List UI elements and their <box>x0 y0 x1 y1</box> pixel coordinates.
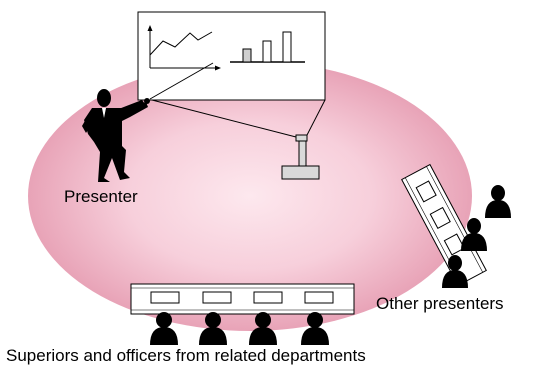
presenter-label: Presenter <box>64 187 138 206</box>
superior-2-icon <box>199 312 227 345</box>
projector-icon <box>281 134 320 180</box>
bottom-table-card-3 <box>253 291 283 304</box>
superiors-group <box>150 312 329 345</box>
side-table-card-2 <box>429 206 451 229</box>
side-table-card-3 <box>443 233 465 256</box>
other-presenters-label: Other presenters <box>376 294 504 313</box>
projection-beams <box>151 99 326 138</box>
line-chart-icon <box>147 25 221 71</box>
screen-bar-2 <box>262 40 272 63</box>
other-presenter-2-icon <box>461 218 487 251</box>
screen-bar-1 <box>242 48 252 63</box>
superior-3-icon <box>249 312 277 345</box>
other-presenters-group <box>442 185 511 288</box>
superiors-label: Superiors and officers from related depa… <box>6 346 366 365</box>
floor-area <box>28 61 472 331</box>
bottom-table-card-1 <box>150 291 180 304</box>
pointer-stick <box>149 62 214 100</box>
presenter-icon <box>82 89 150 182</box>
superior-1-icon <box>150 312 178 345</box>
other-presenter-1-icon <box>485 185 511 218</box>
bottom-table <box>130 283 355 315</box>
projection-screen <box>137 11 326 101</box>
screen-bar-3 <box>282 31 292 63</box>
other-presenter-3-icon <box>442 255 468 288</box>
bar-chart-icon <box>230 31 305 63</box>
bottom-table-card-2 <box>202 291 232 304</box>
bottom-table-card-4 <box>304 291 334 304</box>
superior-4-icon <box>301 312 329 345</box>
side-table-card-1 <box>415 180 437 203</box>
